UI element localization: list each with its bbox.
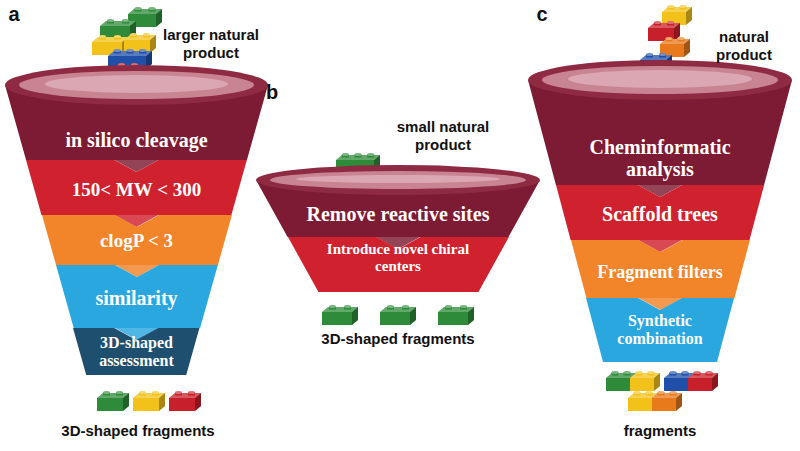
lego-brick	[133, 391, 165, 411]
funnel-band: Cheminformatic analysis	[528, 60, 792, 197]
output-label: fragments	[605, 422, 715, 440]
input-label: natural product	[692, 28, 796, 64]
lego-brick	[652, 391, 682, 411]
band-shape	[5, 65, 268, 172]
panel-letter: c	[531, 2, 553, 26]
output-label: 3D-shaped fragments	[58, 422, 218, 440]
band-label: Cheminformatic analysis	[561, 136, 759, 181]
funnel-band: 3D-shaped assessment	[73, 328, 199, 375]
lego-brick	[100, 19, 136, 39]
band-label: 3D-shaped assessment	[92, 334, 180, 370]
lego-brick	[322, 305, 358, 325]
band-label: Fragment filters	[591, 262, 728, 282]
funnel-band: Synthetic combination	[586, 298, 734, 362]
band-label: Scaffold trees	[576, 203, 744, 225]
band-label: Remove reactive sites	[290, 203, 505, 225]
funnel-band: in silico cleavage	[5, 65, 268, 172]
lego-brick	[438, 305, 474, 325]
lego-brick	[688, 371, 718, 391]
input-label: larger natural product	[150, 26, 272, 62]
band-label: clogP < 3	[61, 230, 212, 251]
band-label: 150< MW < 300	[47, 179, 226, 200]
panel-letter: b	[261, 80, 283, 104]
band-label: similarity	[77, 287, 196, 309]
lego-brick	[648, 21, 680, 41]
band-label: Synthetic combination	[607, 312, 714, 348]
output-label: 3D-shaped fragments	[318, 330, 478, 348]
input-label: small natural product	[384, 118, 502, 154]
lego-brick	[169, 391, 201, 411]
band-label: Introduce novel chiral centers	[315, 241, 481, 275]
funnel-band: Remove reactive sites	[256, 165, 540, 249]
lego-brick	[662, 5, 692, 25]
lego-brick	[380, 305, 416, 325]
band-label: in silico cleavage	[33, 129, 240, 151]
funnel-band: Introduce novel chiral centers	[288, 237, 509, 292]
lego-brick	[124, 33, 156, 53]
panel-letter: a	[3, 2, 25, 26]
lego-brick	[660, 37, 690, 57]
lego-brick	[97, 391, 129, 411]
lego-brick	[630, 371, 660, 391]
